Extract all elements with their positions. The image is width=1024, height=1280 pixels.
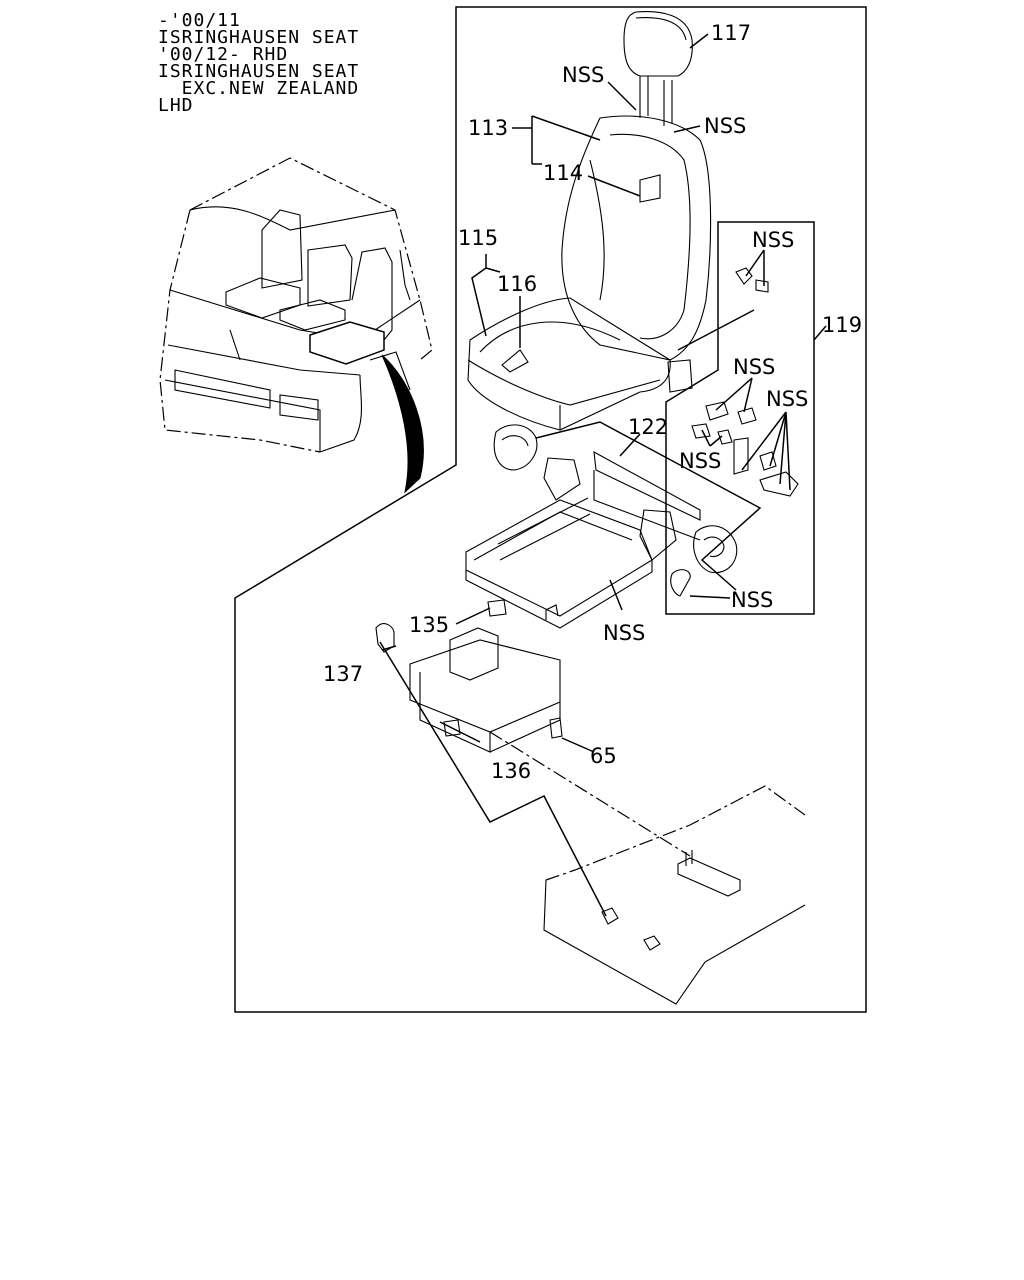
callout-nss-box-low: NSS [679,449,721,473]
callout-nss-box-mid: NSS [733,355,775,379]
callout-117: 117 [711,21,751,45]
callout-122: 122 [628,415,668,439]
seat-back [561,115,712,361]
cab-overview [159,157,433,494]
header-line: LHD [158,95,194,116]
callout-nss-box-right: NSS [766,387,808,411]
callout-nss-top: NSS [562,63,604,87]
seat-adjuster [465,424,738,629]
callout-136: 136 [491,759,531,783]
callout-65: 65 [590,744,617,768]
callout-114: 114 [543,161,583,185]
seat-base [375,599,563,753]
callout-137: 137 [323,662,363,686]
header-line: ISRINGHAUSEN SEAT [158,61,360,82]
callout-nss-rail: NSS [603,621,645,645]
callout-nss-box-top: NSS [752,228,794,252]
kit-box-119 [665,221,815,615]
detail-frame [234,6,867,1013]
headrest [623,11,693,126]
header-line: EXC.NEW ZEALAND [158,78,360,99]
callout-115: 115 [458,226,498,250]
leader-lines [379,33,827,917]
callout-135: 135 [409,613,449,637]
callout-116: 116 [497,272,537,296]
header-line: ISRINGHAUSEN SEAT [158,27,360,48]
header-line: -'00/11 [158,10,241,31]
callout-113: 113 [468,116,508,140]
kit-hardware [667,267,799,497]
callout-nss-lever: NSS [731,588,773,612]
seat-cushion [467,297,671,431]
header-line: '00/12- RHD [158,44,289,65]
callout-nss-pin: NSS [704,114,746,138]
callout-119: 119 [822,313,862,337]
floor-panel [543,785,806,1005]
